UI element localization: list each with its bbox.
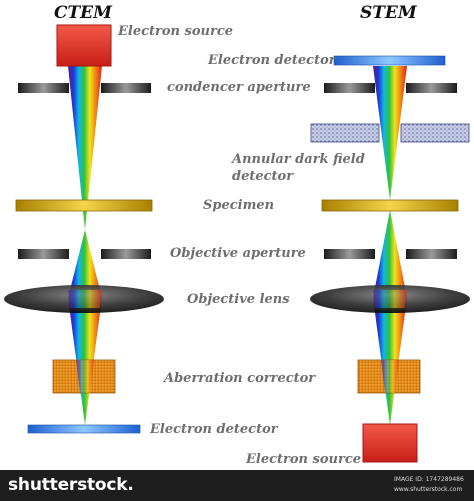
- objective-lens-label: Objective lens: [187, 292, 290, 307]
- stem-electron-detector: [333, 55, 446, 66]
- brand-name: shutterstock: [8, 475, 128, 495]
- ctem-condenser-aperture-left: [18, 83, 69, 93]
- stem-electron-detector-label: Electron detector: [208, 53, 336, 68]
- objective-aperture-label: Objective aperture: [170, 246, 306, 261]
- stem-condenser-aperture-left: [324, 83, 375, 93]
- stem-electron-source-label: Electron source: [246, 452, 362, 467]
- ctem-column: [4, 24, 164, 434]
- ctem-objective-aperture-right: [101, 249, 151, 259]
- diagram: CTEM STEM Electron source condencer aper…: [4, 3, 470, 467]
- stem-beam-upper: [373, 66, 407, 200]
- diagram-drawing: [4, 24, 470, 463]
- stem-beam-lower: [373, 210, 407, 425]
- ctem-electron-source-label: Electron source: [118, 24, 234, 39]
- stem-column: [310, 55, 470, 463]
- shutterstock-logo: shutterstock.: [8, 475, 134, 495]
- adf-detector-label-line2: detector: [232, 169, 294, 184]
- stem-condenser-aperture-right: [406, 83, 457, 93]
- stem-objective-aperture-right: [406, 249, 457, 259]
- ctem-electron-detector-label: Electron detector: [150, 422, 278, 437]
- stem-electron-source: [362, 423, 418, 463]
- stem-objective-aperture-left: [324, 249, 375, 259]
- adf-detector-label-line1: Annular dark field: [232, 152, 365, 167]
- stem-adf-detector-left: [310, 123, 380, 143]
- watermark-footer: shutterstock. IMAGE ID: 1747289486 www.s…: [0, 470, 474, 501]
- ctem-beam-through-corrector: [76, 360, 94, 393]
- ctem-objective-aperture-left: [18, 249, 69, 259]
- brand-suffix: .: [127, 475, 134, 495]
- stem-specimen: [321, 199, 459, 212]
- ctem-condenser-aperture-label: condencer aperture: [167, 80, 311, 95]
- aberration-corrector-label: Aberration corrector: [164, 371, 316, 386]
- ctem-electron-source: [56, 24, 112, 67]
- stem-adf-detector-right: [400, 123, 470, 143]
- ctem-beam-lower: [68, 230, 102, 425]
- stem-beam-through-corrector: [381, 360, 399, 393]
- image-id: IMAGE ID: 1747289486: [394, 476, 464, 483]
- ctem-specimen: [15, 199, 153, 212]
- ctem-condenser-aperture-right: [101, 83, 151, 93]
- ctem-beam-through-lens: [68, 290, 102, 308]
- ctem-title: CTEM: [54, 3, 112, 23]
- site-url: www.shutterstock.com: [394, 486, 463, 493]
- ctem-beam-upper: [68, 66, 102, 230]
- ctem-electron-detector: [27, 424, 141, 434]
- stem-beam-through-lens: [373, 290, 407, 308]
- stem-title: STEM: [360, 3, 417, 23]
- specimen-label: Specimen: [203, 198, 275, 213]
